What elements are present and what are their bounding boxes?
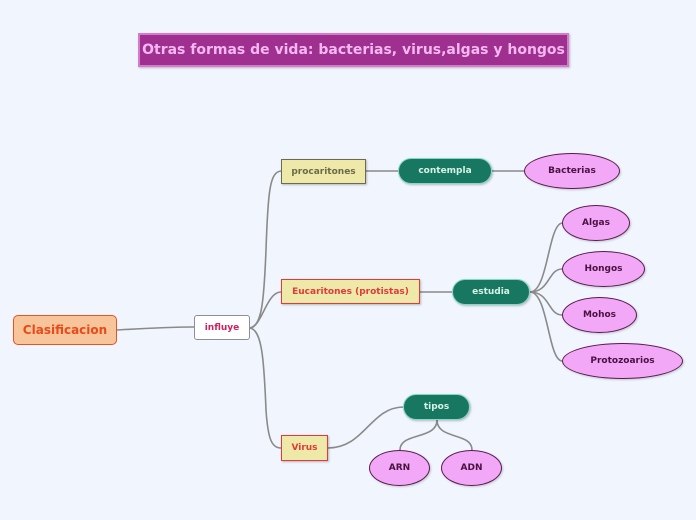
line-estudia-algas [529,222,563,293]
connector-estudia[interactable]: estudia [452,279,530,305]
line-tipos-arn [399,419,438,451]
connector-contempla[interactable]: contempla [398,158,492,184]
line-tipos-adn [436,419,473,451]
line-estudia-mohos [529,291,563,316]
relation-influye[interactable]: influye [194,315,250,340]
line-virus-tipos [327,406,405,449]
leaf-arn[interactable]: ARN [369,450,430,486]
leaf-hongos[interactable]: Hongos [562,251,645,287]
map-title[interactable]: Otras formas de vida: bacterias, virus,a… [138,33,569,67]
line-root-influye [116,326,195,331]
leaf-protozoarios[interactable]: Protozoarios [562,343,683,379]
line-influye-eucaritones [248,291,282,329]
leaf-bacterias[interactable]: Bacterias [524,153,620,189]
connector-tipos[interactable]: tipos [403,394,470,420]
topic-virus[interactable]: Virus [281,435,328,461]
line-estudia-protozoarios [529,291,563,362]
line-estudia-hongos [529,268,563,293]
leaf-mohos[interactable]: Mohos [562,297,637,333]
leaf-algas[interactable]: Algas [562,205,630,241]
leaf-adn[interactable]: ADN [441,450,502,486]
central-topic-clasificacion[interactable]: Clasificacion [13,315,117,345]
line-influye-procaritones [248,170,282,329]
topic-procaritones[interactable]: procaritones [281,159,366,184]
topic-eucaritones[interactable]: Eucaritones (protistas) [281,279,420,304]
line-influye-virus [248,327,282,449]
